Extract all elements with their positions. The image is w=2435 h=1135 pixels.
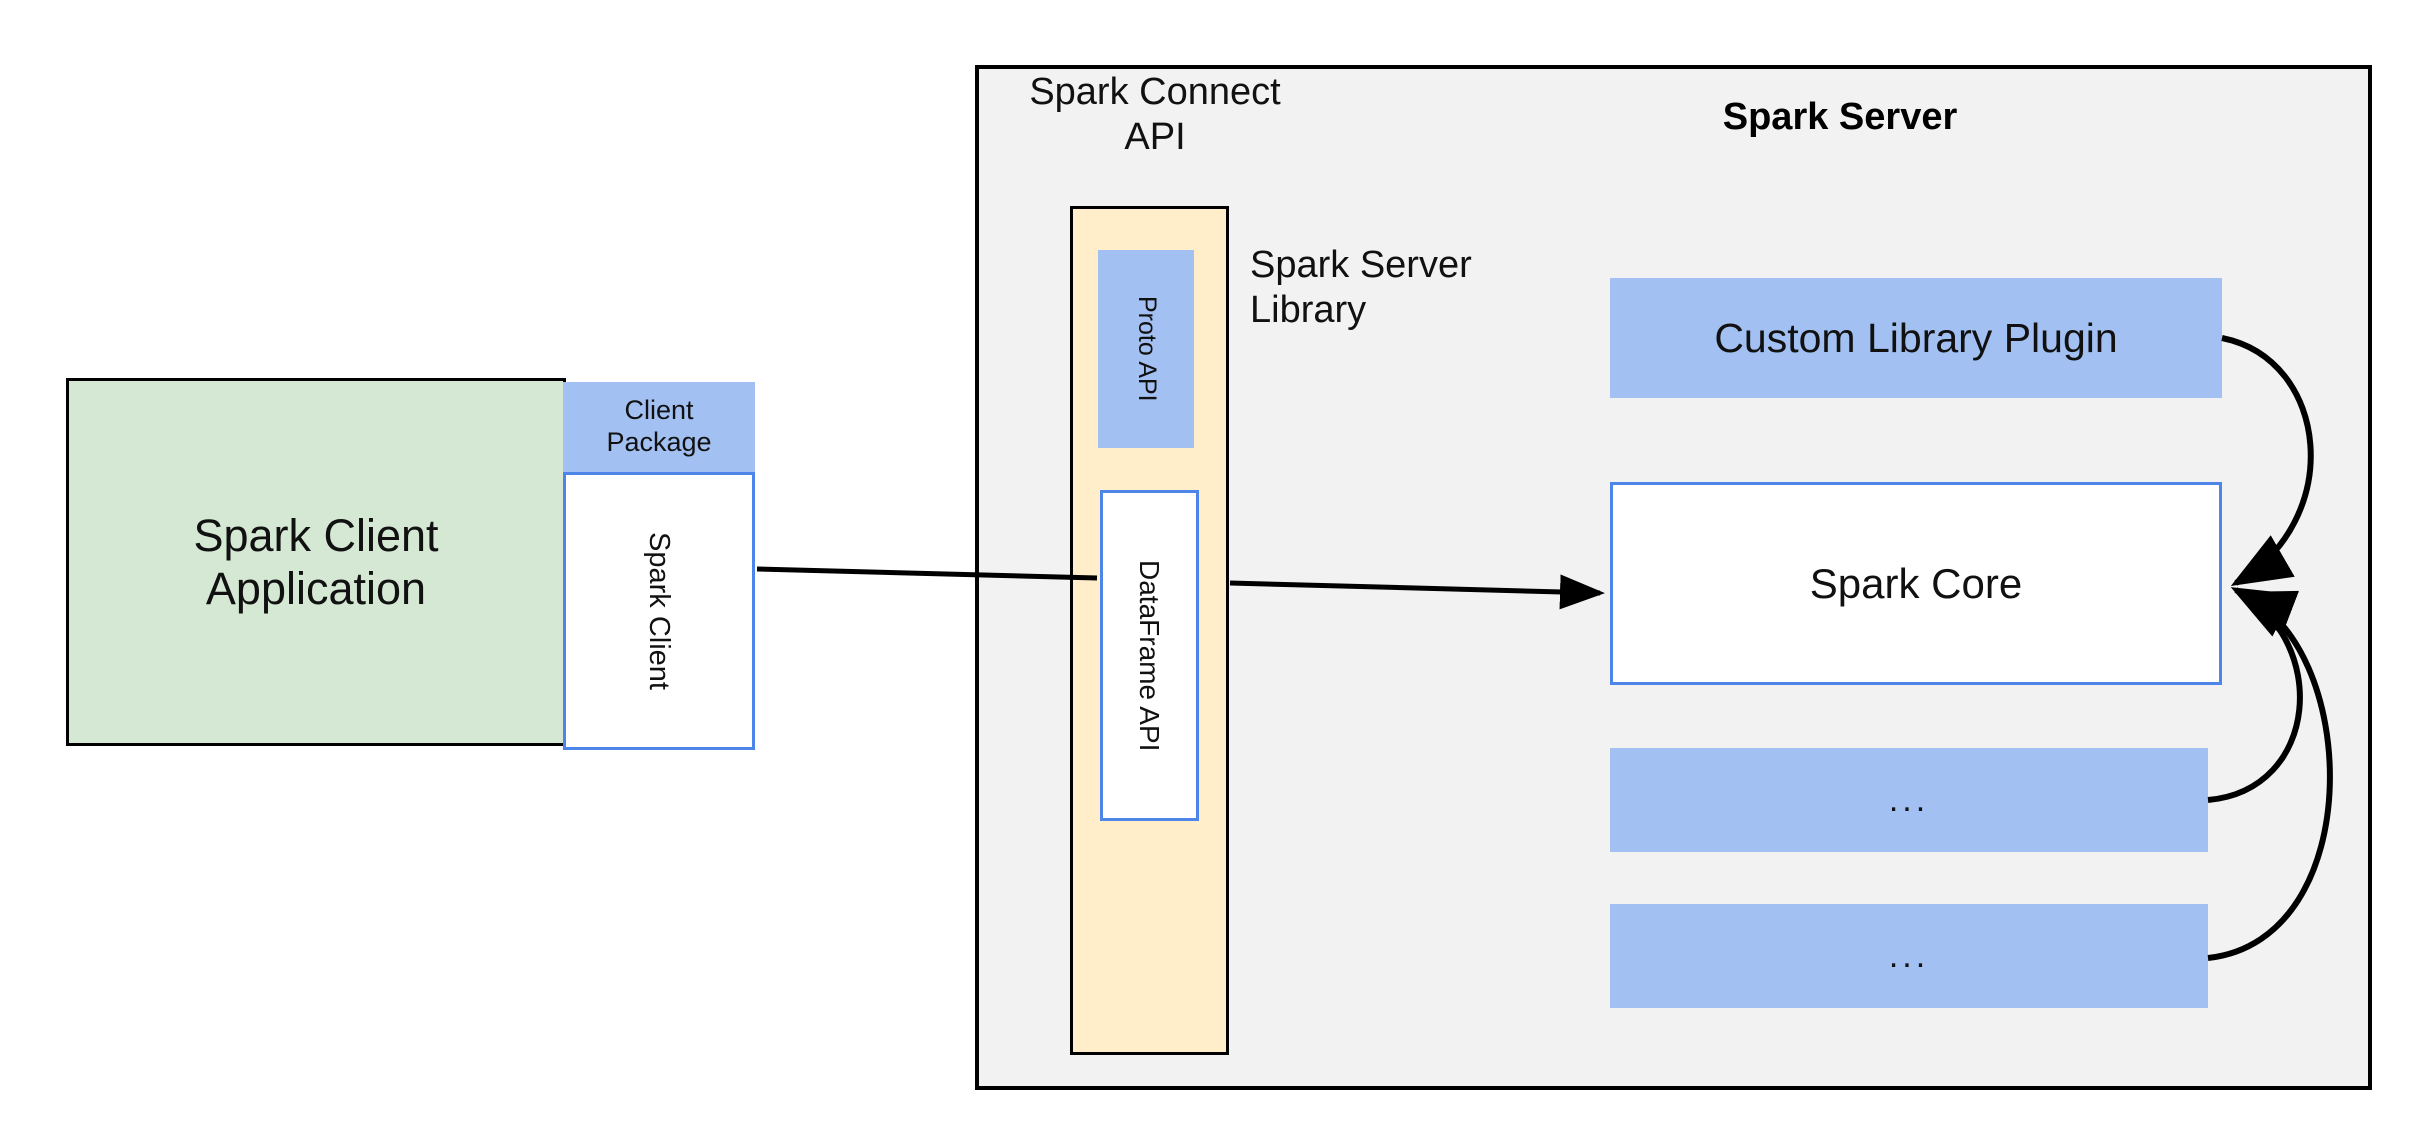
custom-library-plugin-label: Custom Library Plugin <box>1714 314 2118 361</box>
dataframe-api-box[interactable]: DataFrame API <box>1100 490 1199 821</box>
spark-client-label: Spark Client <box>643 532 676 690</box>
dataframe-api-label: DataFrame API <box>1134 559 1166 752</box>
proto-api-box[interactable]: Proto API <box>1098 250 1194 448</box>
spark-server-title: Spark Server <box>1722 96 1958 138</box>
spark-core-label: Spark Core <box>1809 559 2023 607</box>
proto-api-label: Proto API <box>1132 296 1161 402</box>
extra-component-label-2: ... <box>1888 936 1930 975</box>
spark-core-box[interactable]: Spark Core <box>1610 482 2222 685</box>
extra-component-label-1: ... <box>1888 780 1930 819</box>
extra-component-box-1[interactable]: ... <box>1610 748 2208 852</box>
custom-library-plugin-box[interactable]: Custom Library Plugin <box>1610 278 2222 398</box>
extra-component-box-2[interactable]: ... <box>1610 904 2208 1008</box>
spark-client-box[interactable]: Spark Client <box>563 472 755 750</box>
